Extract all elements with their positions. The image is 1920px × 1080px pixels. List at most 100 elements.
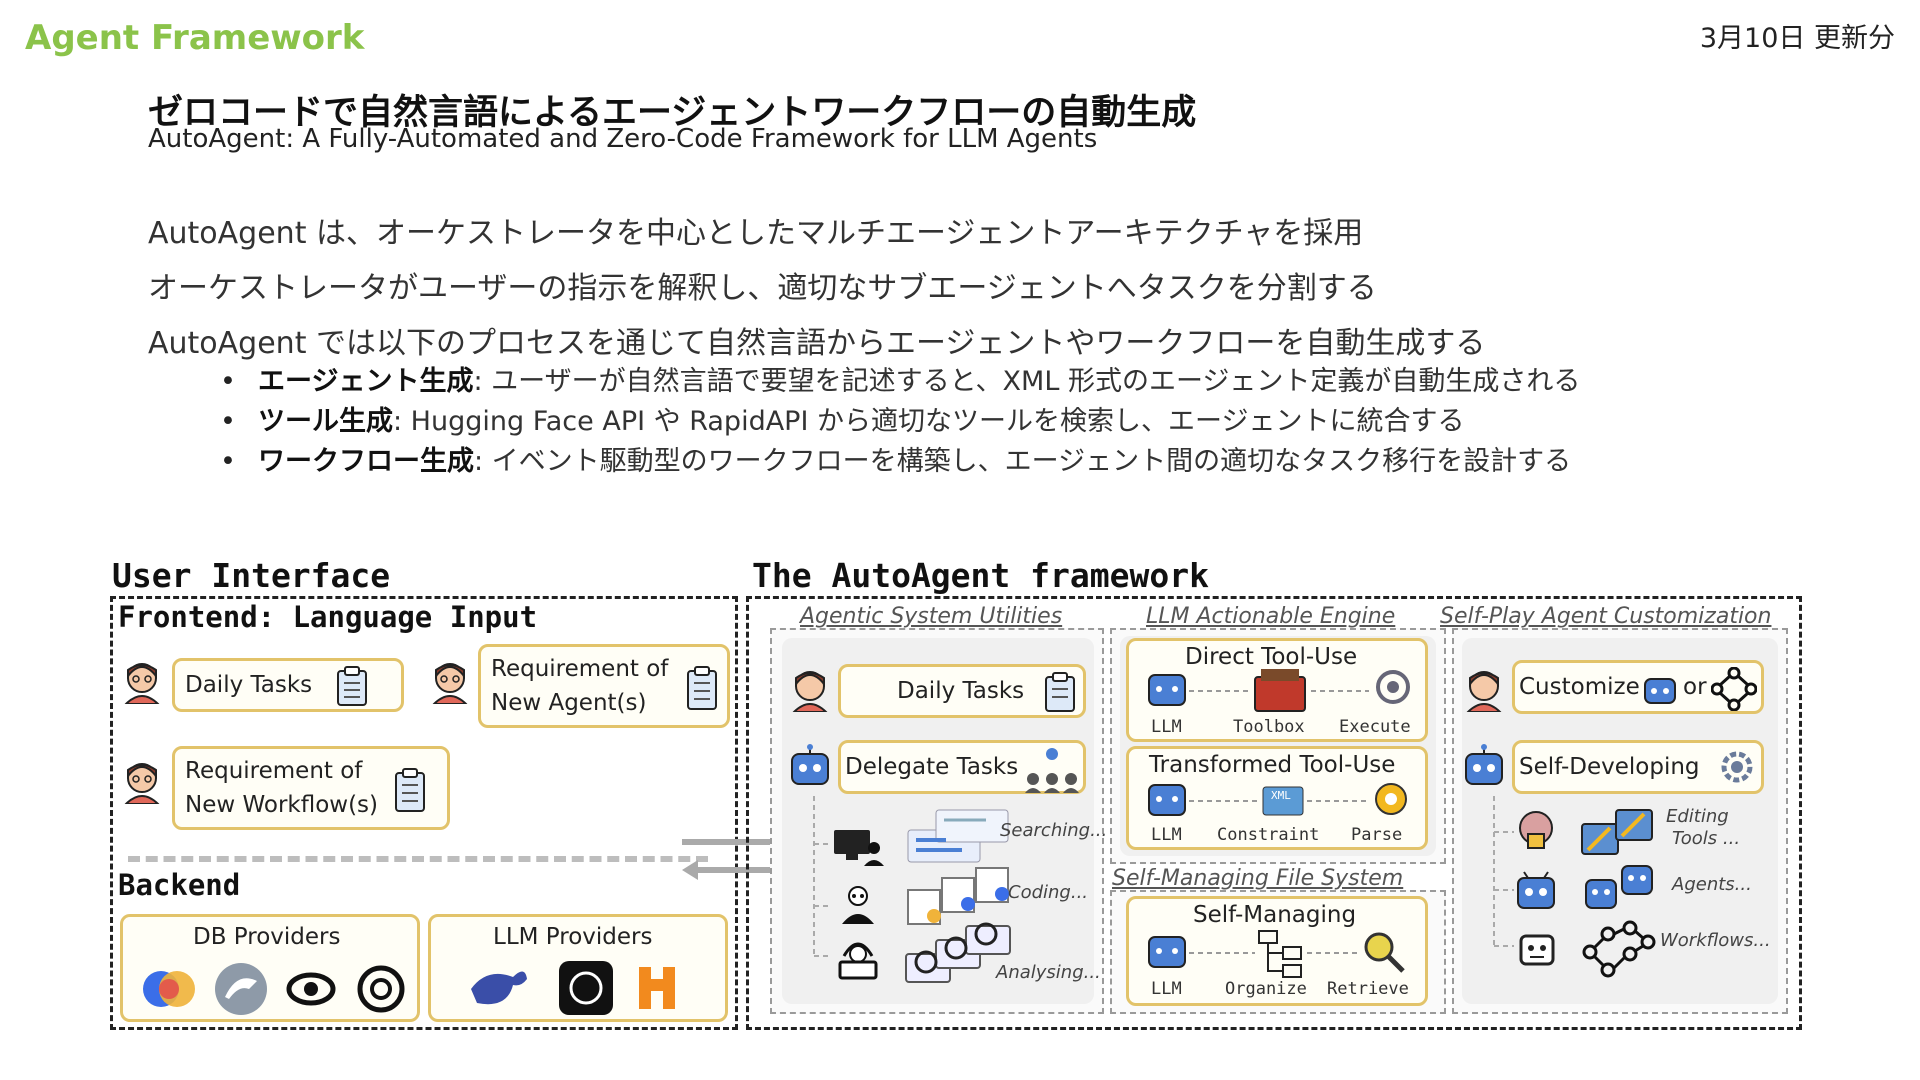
self-managing-card: Self-Managing LLM Organize Retrieve [1126, 896, 1428, 1006]
llm-providers-card: LLM Providers [428, 914, 728, 1022]
daily-tasks-card: Daily Tasks [172, 658, 404, 712]
db-logos-icon [143, 963, 405, 1015]
agents-icon [1585, 865, 1653, 909]
search-windows-icon [907, 809, 1009, 863]
requirement-workflow-line1: Requirement of [185, 758, 363, 784]
workflow-graph-icon [1711, 667, 1757, 711]
retrieve-label: Retrieve [1327, 979, 1409, 999]
editing-tools-icon [1581, 809, 1653, 855]
analysing-label: Analysing... [996, 962, 1101, 983]
ui-heading: User Interface [112, 556, 391, 595]
db-providers-label: DB Providers [193, 924, 341, 950]
editing-label-1: Editing [1666, 806, 1729, 827]
selfplay-label: Self-Play Agent Customization [1440, 604, 1772, 629]
bullet-text: : イベント駆動型のワークフローを構築し、エージェント間の適切なタスク移行を設計… [474, 446, 1572, 477]
tree-connector-icon [813, 796, 832, 957]
section-title: Agent Framework [25, 18, 365, 58]
requirement-agent-line1: Requirement of [491, 656, 669, 682]
transformed-llm-label: LLM [1151, 825, 1182, 845]
bullet-term: エージェント生成 [258, 366, 474, 397]
bullet-text: : ユーザーが自然言語で要望を記述すると、XML 形式のエージェント定義が自動生… [473, 366, 1581, 397]
direct-llm-label: LLM [1151, 717, 1182, 737]
llm-providers-label: LLM Providers [493, 924, 653, 950]
user-avatar-icon [124, 763, 160, 804]
coder-icon [842, 886, 874, 924]
utilities-label: Agentic System Utilities [800, 604, 1063, 629]
update-date: 3月10日 更新分 [1699, 23, 1895, 54]
robot-head-icon [1519, 934, 1555, 966]
searching-label: Searching... [1000, 820, 1108, 841]
requirement-workflow-line2: New Workflow(s) [185, 792, 379, 818]
delegate-tasks-card: Delegate Tasks [838, 740, 1086, 794]
organize-label: Organize [1225, 979, 1307, 999]
bullet-text: : Hugging Face API や RapidAPI から適切なツールを検… [393, 406, 1465, 437]
bullet-list: エージェント生成: ユーザーが自然言語で要望を記述すると、XML 形式のエージェ… [220, 362, 1580, 482]
delegate-tasks-label: Delegate Tasks [845, 754, 1019, 780]
computer-user-icon [834, 830, 884, 866]
analyst-icon [838, 942, 878, 980]
selfplay-tree-connector-icon [1493, 796, 1514, 947]
robot-icon [1644, 678, 1676, 704]
requirement-workflow-card: Requirement of New Workflow(s) [172, 746, 450, 830]
body-line-3: AutoAgent では以下のプロセスを通じて自然言語からエージェントやワークフ… [148, 326, 1486, 361]
code-files-icon [907, 867, 1009, 925]
clipboard-icon [337, 666, 367, 706]
agent-robot-icon [1517, 871, 1555, 909]
customize-card: Customize or [1512, 660, 1764, 714]
clipboard-icon [1045, 672, 1075, 712]
direct-tool-use-card: Direct Tool-Use LLM Toolbox Execute [1126, 638, 1428, 742]
user-avatar-icon [792, 671, 828, 712]
constraint-label: Constraint [1217, 825, 1320, 845]
frontend-backend-divider [128, 856, 708, 862]
agents-label: Agents... [1672, 874, 1752, 895]
xml-badge: XML [1271, 789, 1291, 802]
daily-tasks-label: Daily Tasks [185, 672, 313, 698]
robot-icon [1465, 744, 1503, 785]
workflows-label: Workflows... [1660, 930, 1771, 951]
analysis-icon [905, 922, 1011, 983]
clipboard-icon [395, 768, 425, 812]
body-line-2: オーケストレータがユーザーの指示を解釈し、適切なサブエージェントへタスクを分割す… [148, 271, 1377, 306]
frontend-heading: Frontend: Language Input [118, 600, 538, 634]
bullet-item: エージェント生成: ユーザーが自然言語で要望を記述すると、XML 形式のエージェ… [220, 362, 1580, 402]
transformed-tool-flow-icon [1148, 783, 1407, 816]
transformed-tool-use-label: Transformed Tool-Use [1149, 752, 1396, 778]
parse-label: Parse [1351, 825, 1403, 845]
bullet-item: ツール生成: Hugging Face API や RapidAPI から適切な… [220, 402, 1580, 442]
execute-label: Execute [1339, 717, 1411, 737]
bullet-term: ツール生成 [258, 406, 393, 437]
workflows-icon [1582, 920, 1656, 978]
bullet-item: ワークフロー生成: イベント駆動型のワークフローを構築し、エージェント間の適切な… [220, 442, 1580, 482]
robot-builder-icon [1519, 811, 1553, 849]
utilities-daily-card: Daily Tasks [838, 664, 1086, 718]
framework-box [746, 596, 1802, 1030]
requirement-agent-line2: New Agent(s) [491, 690, 647, 716]
requirement-agent-card: Requirement of New Agent(s) [478, 644, 730, 728]
utilities-daily-label: Daily Tasks [897, 678, 1025, 704]
robot-icon [791, 744, 829, 785]
team-icon [1025, 748, 1079, 793]
customize-label: Customize [1519, 674, 1640, 700]
body-line-1: AutoAgent は、オーケストレータを中心としたマルチエージェントアーキテク… [148, 216, 1364, 251]
direct-tool-flow-icon [1148, 669, 1410, 712]
page-title: ゼロコードで自然言語によるエージェントワークフローの自動生成 [148, 93, 1197, 133]
user-interface-box [110, 596, 738, 1030]
page-subtitle: AutoAgent: A Fully-Automated and Zero-Co… [148, 124, 1098, 154]
framework-heading: The AutoAgent framework [752, 556, 1209, 595]
file-system-flow-icon [1148, 930, 1405, 978]
coding-label: Coding... [1008, 882, 1089, 903]
backend-heading: Backend [118, 868, 241, 902]
bullet-term: ワークフロー生成 [258, 446, 474, 477]
transformed-tool-use-card: Transformed Tool-Use XML LLM Constraint … [1126, 746, 1428, 850]
direct-tool-use-label: Direct Tool-Use [1185, 644, 1358, 670]
user-avatar-icon [1466, 671, 1502, 712]
user-avatar-icon [432, 663, 468, 704]
llm-logos-icon [471, 961, 675, 1015]
self-developing-card: Self-Developing [1512, 740, 1764, 794]
checklist-icon [687, 666, 717, 710]
engine-label: LLM Actionable Engine [1146, 604, 1396, 629]
editing-label-2: Tools ... [1672, 828, 1741, 849]
filesystem-llm-label: LLM [1151, 979, 1182, 999]
toolbox-label: Toolbox [1233, 717, 1305, 737]
gear-icon [1721, 751, 1753, 783]
